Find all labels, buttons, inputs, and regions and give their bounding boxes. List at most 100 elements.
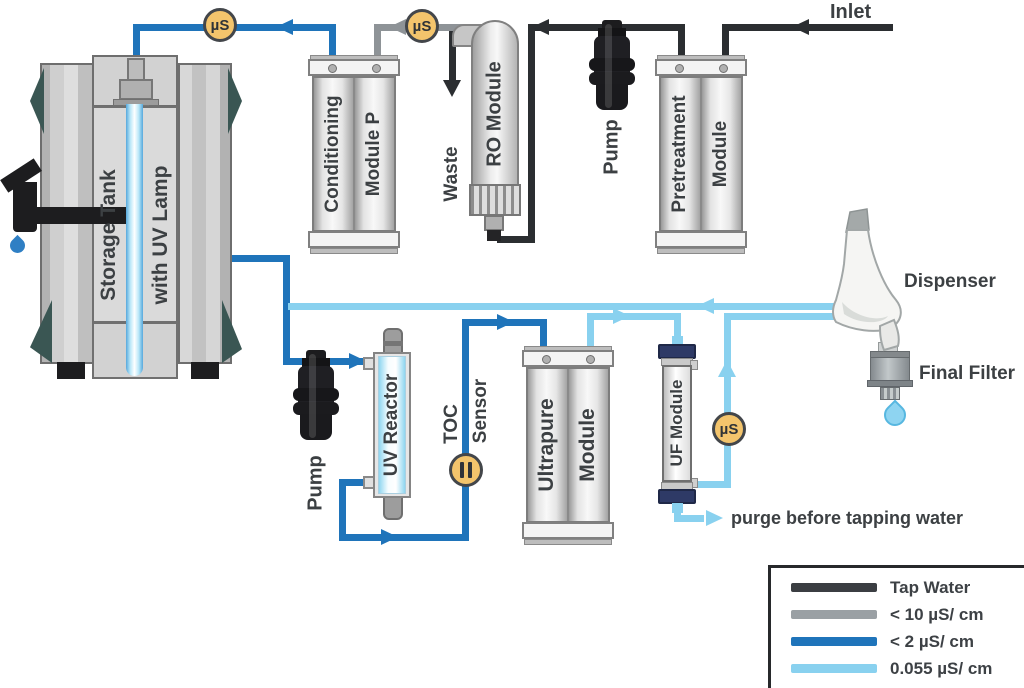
pipe-pretreatment-out <box>678 24 685 62</box>
pump-neck <box>598 28 626 37</box>
purge-label: purge before tapping water <box>731 508 964 528</box>
pipe-pump-down <box>528 24 535 243</box>
pipe-waste <box>449 28 456 84</box>
legend-swatch-tap-water <box>791 583 877 592</box>
pipe-conditioning-out <box>329 24 336 62</box>
pipe-uf-riser <box>724 313 731 488</box>
uv-lamp-socket-nut <box>119 79 153 100</box>
pipe-tank-in <box>133 24 140 59</box>
tank-corner-shade <box>30 68 44 134</box>
arrow-gray-left <box>389 19 406 35</box>
arrow-to-uf-right <box>613 308 630 324</box>
conditioning-label-line2: Module P <box>363 111 384 197</box>
pipe-toc-riser <box>462 319 469 541</box>
module-cap <box>308 231 400 248</box>
sensor-text: µS <box>412 17 432 35</box>
uf-body <box>662 365 692 482</box>
dispenser-graphic <box>832 208 902 352</box>
arrow-bottom-right <box>381 529 398 545</box>
sensor-text: µS <box>210 16 230 34</box>
module-body <box>659 76 743 232</box>
toc-sensor-icon <box>449 453 483 487</box>
legend-label-lt2us: < 2 µS/ cm <box>890 631 974 651</box>
pipe-inlet-down <box>722 24 729 62</box>
legend-row-lt2us: < 2 µS/ cm <box>791 628 1024 655</box>
pump-top <box>589 20 635 114</box>
conditioning-module: Conditioning Module P <box>308 55 400 254</box>
ultrapure-module: Ultrapure Module <box>522 346 614 545</box>
final-filter-label: Final Filter <box>919 363 1016 384</box>
pretreatment-label-line1: Pretreatment <box>669 95 690 213</box>
module-body <box>312 76 396 232</box>
pipe-tank-out-down <box>283 255 290 365</box>
ultrapure-label-line1: Ultrapure <box>535 398 558 492</box>
uf-label: UF Module <box>667 379 686 467</box>
uv-reactor-top-band <box>383 341 403 346</box>
module-strip <box>524 539 612 545</box>
pump-ring <box>589 72 635 85</box>
pump-ring <box>293 402 339 415</box>
arrow-to-ultrapure-right <box>497 314 514 330</box>
module-cap <box>522 522 614 539</box>
pipe-to-ro <box>497 236 535 243</box>
inlet-label: Inlet <box>830 1 872 23</box>
ro-label: RO Module <box>483 61 506 167</box>
module-strip <box>310 248 398 254</box>
pipe-bottom-run <box>339 534 467 541</box>
pipe-sensor-to-conditioning <box>374 24 381 62</box>
pipe-uv-out-down <box>339 479 346 541</box>
waste-label: Waste <box>441 146 462 202</box>
arrow-to-uv-right <box>349 353 366 369</box>
uf-bottom-stub <box>672 503 683 513</box>
pipe-ultrapure-out <box>587 313 594 354</box>
legend-row-lt10us: < 10 µS/ cm <box>791 601 1024 628</box>
arrow-inlet-left <box>792 19 809 35</box>
module-cap <box>522 350 614 367</box>
conductivity-sensor-icon-2: µS <box>405 9 439 43</box>
arrow-waste-down <box>443 80 461 97</box>
arrow-return-left <box>697 298 714 314</box>
uf-top-stub <box>672 336 683 346</box>
pipe-tank-out <box>230 255 290 262</box>
legend-row-ultrapure: 0.055 µS/ cm <box>791 655 1024 682</box>
conductivity-sensor-icon-1: µS <box>203 8 237 42</box>
tank-corner-shade <box>228 68 242 134</box>
uf-top-cap <box>658 344 696 359</box>
arrow-to-tank-left <box>276 19 293 35</box>
pump-cap <box>602 20 622 29</box>
module-strip <box>657 248 745 254</box>
legend: Tap Water < 10 µS/ cm < 2 µS/ cm 0.055 µ… <box>768 565 1024 688</box>
conductivity-sensor-icon-3: µS <box>712 412 746 446</box>
ultrapure-label-line2: Module <box>576 408 599 482</box>
uv-reactor-lamp <box>378 356 406 494</box>
arrow-pump-left <box>532 19 549 35</box>
ro-ribs <box>469 184 521 216</box>
legend-label-lt10us: < 10 µS/ cm <box>890 604 984 624</box>
tank-right-section <box>178 63 232 364</box>
pipe-ultrapure-in <box>540 319 547 354</box>
legend-swatch-lt10us <box>791 610 877 619</box>
pump-bottom <box>293 350 339 444</box>
pipe-purge <box>674 515 704 522</box>
pipe-uf-out <box>695 481 731 488</box>
toc-sensor-label-line1: TOC <box>441 404 462 444</box>
final-filter-flange <box>867 380 913 387</box>
arrow-purge-right <box>706 510 723 526</box>
pipe-recirculation-return <box>288 303 838 310</box>
uv-reactor-bottom-stub <box>383 496 403 520</box>
final-filter-body <box>870 357 910 381</box>
tank-water-drop <box>6 234 29 257</box>
final-filter <box>866 340 914 435</box>
pump-top-label: Pump <box>600 119 623 175</box>
uf-module: UF Module <box>656 336 700 514</box>
pipe-to-uf <box>587 313 681 320</box>
pump-cap <box>306 350 326 359</box>
pump-foot <box>300 414 332 440</box>
arrow-uf-riser-up <box>718 360 736 377</box>
pretreatment-module: Pretreatment Module <box>655 55 747 254</box>
uf-bottom-cap <box>658 489 696 504</box>
legend-row-tap-water: Tap Water <box>791 574 1024 601</box>
tank-label-line1: Storage Tank <box>97 169 120 301</box>
ro-connector <box>484 215 504 231</box>
